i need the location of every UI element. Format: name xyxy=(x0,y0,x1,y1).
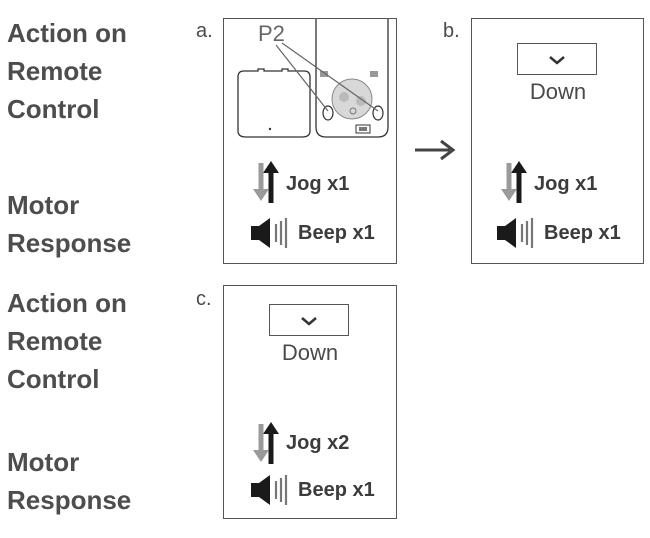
step-c-beep-text: Beep x1 xyxy=(298,479,375,501)
step-a-beep-text: Beep x1 xyxy=(298,222,375,244)
step-b-jog-text: Jog x1 xyxy=(534,173,598,195)
action-label-row1: Action on Remote Control xyxy=(7,18,127,124)
motor-label-row1: Motor Response xyxy=(7,190,132,258)
speaker-beep-icon xyxy=(251,218,288,248)
step-b-letter: b. xyxy=(443,20,460,42)
step-a-letter: a. xyxy=(196,20,213,42)
speaker-beep-icon xyxy=(251,475,288,505)
down-button-label: Down xyxy=(529,79,587,104)
step-c-letter: c. xyxy=(196,288,212,310)
jog-arrows-icon xyxy=(501,161,527,203)
chevron-down-icon xyxy=(301,317,317,326)
right-arrow-icon xyxy=(415,139,456,161)
action-label-row2: Action on Remote Control xyxy=(7,288,127,394)
speaker-beep-icon xyxy=(497,218,534,248)
step-c-jog-text: Jog x2 xyxy=(286,432,350,454)
step-c-panel: Down Jog x2 Beep x1 xyxy=(223,285,397,519)
step-b-panel: Down Jog x1 Beep x1 xyxy=(471,18,644,264)
remote-battery-illustration xyxy=(237,19,389,138)
jog-arrows-icon xyxy=(253,422,279,464)
step-a-jog-text: Jog x1 xyxy=(286,173,350,195)
motor-label-row2: Motor Response xyxy=(7,447,132,515)
jog-arrows-icon xyxy=(253,161,279,203)
step-a-panel: P2 Jog x1 Beep x1 xyxy=(223,18,397,264)
step-b-beep-text: Beep x1 xyxy=(544,222,621,244)
down-button[interactable] xyxy=(269,304,349,336)
down-button-label: Down xyxy=(281,340,339,365)
p2-callout-label: P2 xyxy=(258,21,285,46)
down-button[interactable] xyxy=(517,43,597,75)
chevron-down-icon xyxy=(549,56,565,65)
